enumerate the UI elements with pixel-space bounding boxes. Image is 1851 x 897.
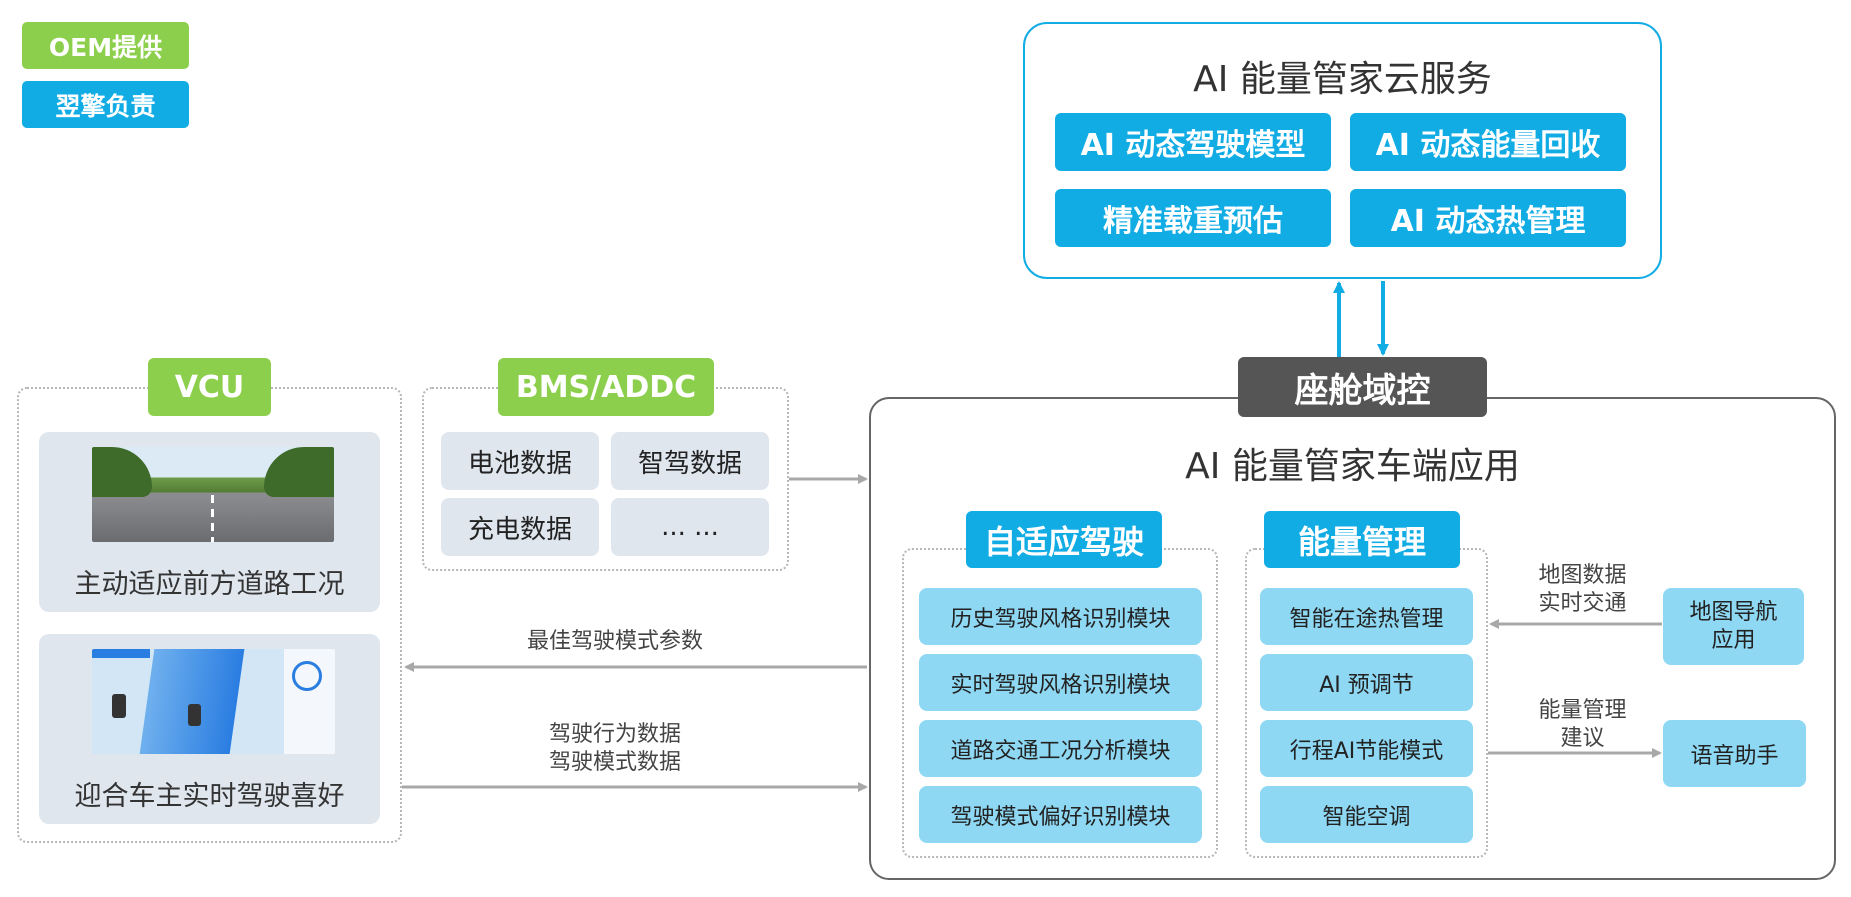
cloud-service-title: AI 能量管家云服务 (1193, 59, 1492, 100)
cloud-item-dynamic-thermal: AI 动态热管理 (1350, 189, 1626, 247)
cloud-item-dynamic-driving-model: AI 动态驾驶模型 (1055, 113, 1331, 171)
nav-screen-image (92, 649, 335, 754)
bms-item-more: ... ... (611, 498, 769, 556)
flow-label-map-data: 地图数据 实时交通 (1510, 562, 1655, 618)
vcu-road-card: 主动适应前方道路工况 (39, 432, 380, 612)
voice-assistant-app: 语音助手 (1663, 720, 1806, 787)
vcu-preference-card-label: 迎合车主实时驾驶喜好 (74, 781, 345, 812)
module-smart-ac: 智能空调 (1260, 786, 1473, 843)
flow-label-map-data-line1: 地图数据 (1538, 563, 1627, 588)
road-photo-image (92, 447, 334, 542)
module-thermal-management: 智能在途热管理 (1260, 588, 1473, 645)
flow-label-map-data-line2: 实时交通 (1538, 591, 1627, 616)
cloud-item-load-estimation: 精准载重预估 (1055, 189, 1331, 247)
module-mode-preference: 驾驶模式偏好识别模块 (919, 786, 1202, 843)
module-realtime-style: 实时驾驶风格识别模块 (919, 654, 1202, 711)
cockpit-app-title: AI 能量管家车端应用 (1185, 446, 1520, 487)
bms-item-adas-data: 智驾数据 (611, 432, 769, 490)
flow-label-driving-data-line1: 驾驶行为数据 (548, 722, 681, 747)
module-road-traffic: 道路交通工况分析模块 (919, 720, 1202, 777)
flow-label-best-mode: 最佳驾驶模式参数 (526, 629, 703, 654)
energy-management-tag: 能量管理 (1264, 511, 1460, 568)
bms-item-battery-data: 电池数据 (441, 432, 599, 490)
flow-label-energy-advice-line1: 能量管理 (1538, 698, 1627, 723)
module-ai-preconditioning: AI 预调节 (1260, 654, 1473, 711)
flow-label-driving-data-line2: 驾驶模式数据 (548, 750, 681, 775)
bms-item-charging-data: 充电数据 (441, 498, 599, 556)
map-navigation-app: 地图导航 应用 (1663, 588, 1804, 665)
bms-tag: BMS/ADDC (498, 358, 714, 416)
module-eco-mode: 行程AI节能模式 (1260, 720, 1473, 777)
flow-label-energy-advice-line2: 建议 (1560, 726, 1605, 751)
module-history-style: 历史驾驶风格识别模块 (919, 588, 1202, 645)
adaptive-driving-tag: 自适应驾驶 (966, 511, 1162, 568)
cockpit-tag: 座舱域控 (1238, 357, 1487, 417)
map-navigation-app-line2: 应用 (1711, 627, 1756, 653)
flow-label-driving-data: 驾驶行为数据 驾驶模式数据 (470, 721, 760, 777)
vcu-preference-card: 迎合车主实时驾驶喜好 (39, 634, 380, 824)
legend-oem: OEM提供 (22, 22, 189, 69)
cloud-service-box (1023, 22, 1662, 279)
vcu-road-card-label: 主动适应前方道路工况 (74, 569, 345, 600)
flow-label-energy-advice: 能量管理 建议 (1510, 697, 1655, 753)
legend-yiqing: 翌擎负责 (22, 81, 189, 128)
map-navigation-app-line1: 地图导航 (1689, 599, 1778, 625)
vcu-tag: VCU (148, 358, 271, 416)
cloud-item-dynamic-energy-recovery: AI 动态能量回收 (1350, 113, 1626, 171)
